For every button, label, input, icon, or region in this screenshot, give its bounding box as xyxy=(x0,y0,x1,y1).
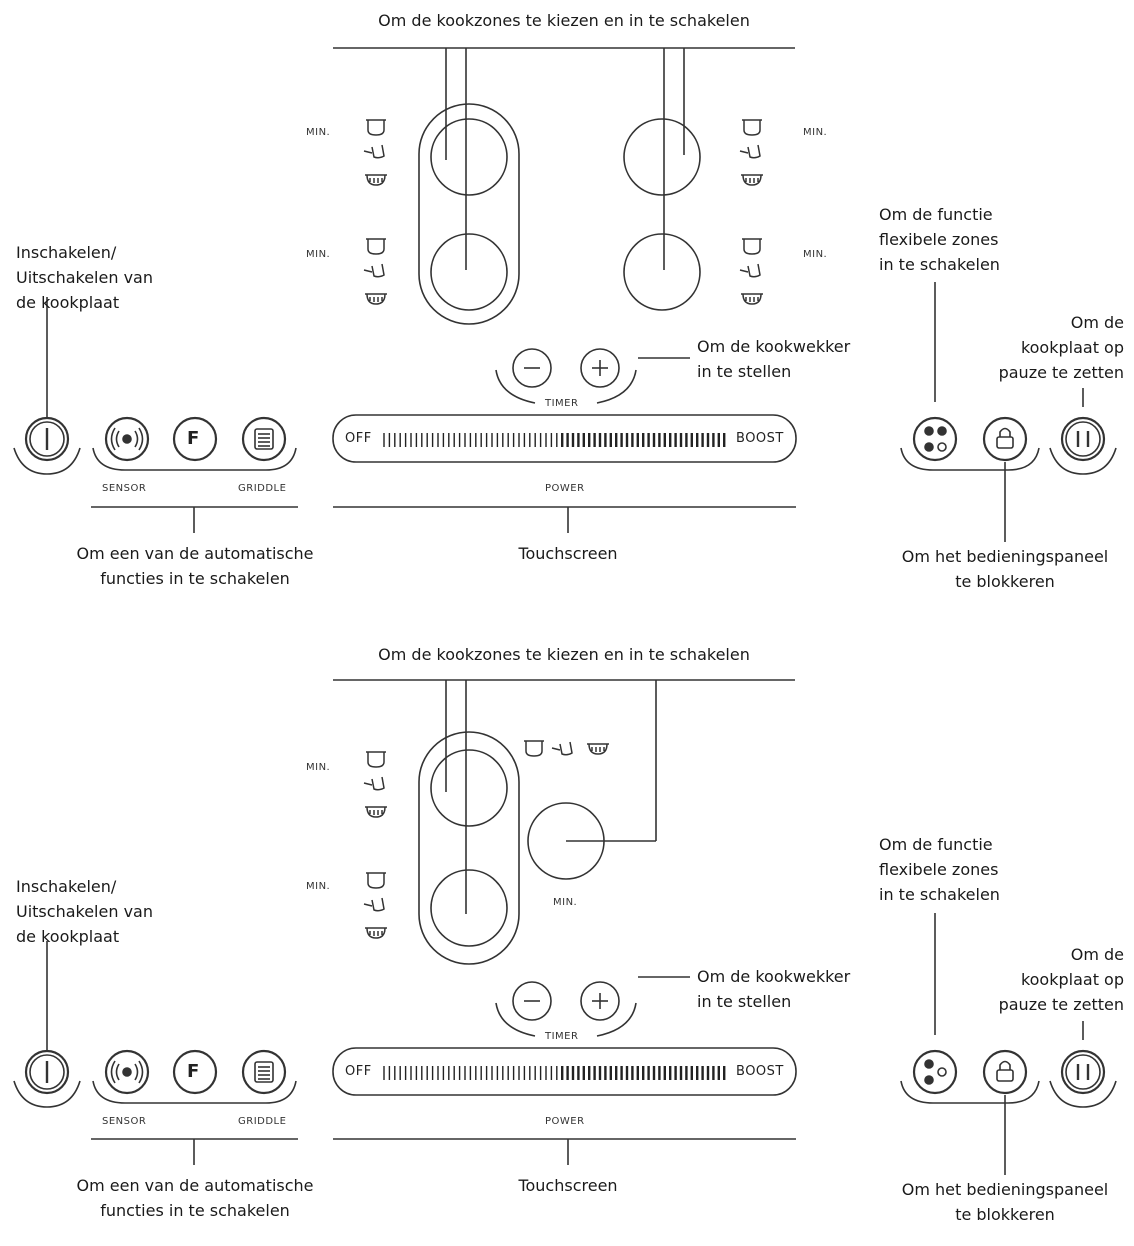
pause-label: Om de kookplaat op pauze te zetten xyxy=(998,313,1124,382)
timer-plus-button[interactable] xyxy=(581,349,619,387)
touch-label: Touchscreen xyxy=(518,1176,618,1195)
power-slider-ticks[interactable] xyxy=(382,430,732,450)
griddle-button[interactable] xyxy=(243,1051,285,1093)
min-label: MIN. xyxy=(306,881,331,892)
timer-minus-button[interactable] xyxy=(513,982,551,1020)
zone-right[interactable] xyxy=(528,803,604,879)
sensor-label: SENSOR xyxy=(102,483,147,494)
power-on-off-button[interactable] xyxy=(26,1051,68,1093)
zones-label: Om de kookzones te kiezen en in te schak… xyxy=(378,645,750,664)
power-label: POWER xyxy=(545,483,585,494)
pot-icon xyxy=(366,119,386,136)
zone-icons-1 xyxy=(362,749,392,833)
sensor-button[interactable] xyxy=(106,1051,148,1093)
zone-icons-2 xyxy=(362,236,392,320)
boost-label: BOOST xyxy=(736,431,784,446)
min-label: MIN. xyxy=(803,249,828,260)
off-label: OFF xyxy=(345,431,372,446)
power-slider-ticks[interactable] xyxy=(382,1063,732,1083)
timer-plus-button[interactable] xyxy=(581,982,619,1020)
zone-icons-1 xyxy=(362,117,392,201)
griddle-label: GRIDDLE xyxy=(238,483,287,494)
casserole-icon xyxy=(365,806,387,818)
touch-label: Touchscreen xyxy=(518,544,618,563)
pan-icon xyxy=(739,144,761,159)
timer-text: TIMER xyxy=(545,398,579,409)
lock-button[interactable] xyxy=(984,1051,1026,1093)
zone-front-left[interactable] xyxy=(431,119,507,195)
casserole-icon xyxy=(587,743,609,755)
griddle-button[interactable] xyxy=(243,418,285,460)
sensor-label: SENSOR xyxy=(102,1116,147,1127)
pan-icon xyxy=(363,263,385,278)
zone-front-left[interactable] xyxy=(431,750,507,826)
pot-icon xyxy=(366,751,386,768)
panel-2: F MIN. MIN. MIN. Om de kookzones te kiez… xyxy=(0,632,1134,1246)
timer-text: TIMER xyxy=(545,1031,579,1042)
power-on-off-button[interactable] xyxy=(26,418,68,460)
zone-icons-3 xyxy=(520,738,620,766)
pause-button[interactable] xyxy=(1062,418,1104,460)
zones-label: Om de kookzones te kiezen en in te schak… xyxy=(378,11,750,30)
pause-label: Om de kookplaat op pauze te zetten xyxy=(998,945,1124,1014)
casserole-icon xyxy=(365,293,387,305)
flexible-zones-button[interactable] xyxy=(914,418,956,460)
zone-icons-2 xyxy=(362,870,392,954)
timer-label: Om de kookwekker in te stellen xyxy=(697,337,851,381)
power-label: POWER xyxy=(545,1116,585,1127)
min-label: MIN. xyxy=(306,249,331,260)
casserole-icon xyxy=(365,174,387,186)
min-label: MIN. xyxy=(803,127,828,138)
timer-label: Om de kookwekker in te stellen xyxy=(697,967,851,1011)
pot-icon xyxy=(742,238,762,255)
boost-label: BOOST xyxy=(736,1064,784,1079)
pan-icon xyxy=(363,897,385,912)
zone-icons-4 xyxy=(738,236,768,320)
auto-label: Om een van de automatische functies in t… xyxy=(76,544,314,588)
min-label: MIN. xyxy=(553,897,578,908)
pot-icon xyxy=(366,238,386,255)
pan-icon xyxy=(739,263,761,278)
casserole-icon xyxy=(365,927,387,939)
zone-rear-right[interactable] xyxy=(624,234,700,310)
pause-button[interactable] xyxy=(1062,1051,1104,1093)
auto-label: Om een van de automatische functies in t… xyxy=(76,1176,314,1220)
pot-icon xyxy=(366,872,386,889)
onoff-label: Inschakelen/ Uitschakelen van de kookpla… xyxy=(16,877,153,946)
zone-front-right[interactable] xyxy=(624,119,700,195)
casserole-icon xyxy=(741,174,763,186)
pan-icon xyxy=(551,741,573,756)
pot-icon xyxy=(742,119,762,136)
pot-icon xyxy=(524,740,544,757)
f-icon: F xyxy=(187,1061,200,1082)
griddle-label: GRIDDLE xyxy=(238,1116,287,1127)
pan-icon xyxy=(363,144,385,159)
off-label: OFF xyxy=(345,1064,372,1079)
lock-label: Om het bedieningspaneel te blokkeren xyxy=(901,547,1109,591)
zone-rear-left[interactable] xyxy=(431,234,507,310)
lock-button[interactable] xyxy=(984,418,1026,460)
f-button[interactable] xyxy=(174,1051,216,1093)
f-icon: F xyxy=(187,428,200,449)
zone-icons-3 xyxy=(738,117,768,201)
sensor-button[interactable] xyxy=(106,418,148,460)
min-label: MIN. xyxy=(306,127,331,138)
timer-minus-button[interactable] xyxy=(513,349,551,387)
flexible-zones-button[interactable] xyxy=(914,1051,956,1093)
zone-rear-left[interactable] xyxy=(431,870,507,946)
casserole-icon xyxy=(741,293,763,305)
lock-label: Om het bedieningspaneel te blokkeren xyxy=(901,1180,1109,1224)
panel-1: F MIN. MIN. MIN. MIN. Om de kookzones te… xyxy=(0,0,1134,614)
flex-label: Om de functie flexibele zones in te scha… xyxy=(879,205,1000,274)
onoff-label: Inschakelen/ Uitschakelen van de kookpla… xyxy=(16,243,153,312)
f-button[interactable] xyxy=(174,418,216,460)
min-label: MIN. xyxy=(306,762,331,773)
pan-icon xyxy=(363,776,385,791)
flex-label: Om de functie flexibele zones in te scha… xyxy=(879,835,1000,904)
